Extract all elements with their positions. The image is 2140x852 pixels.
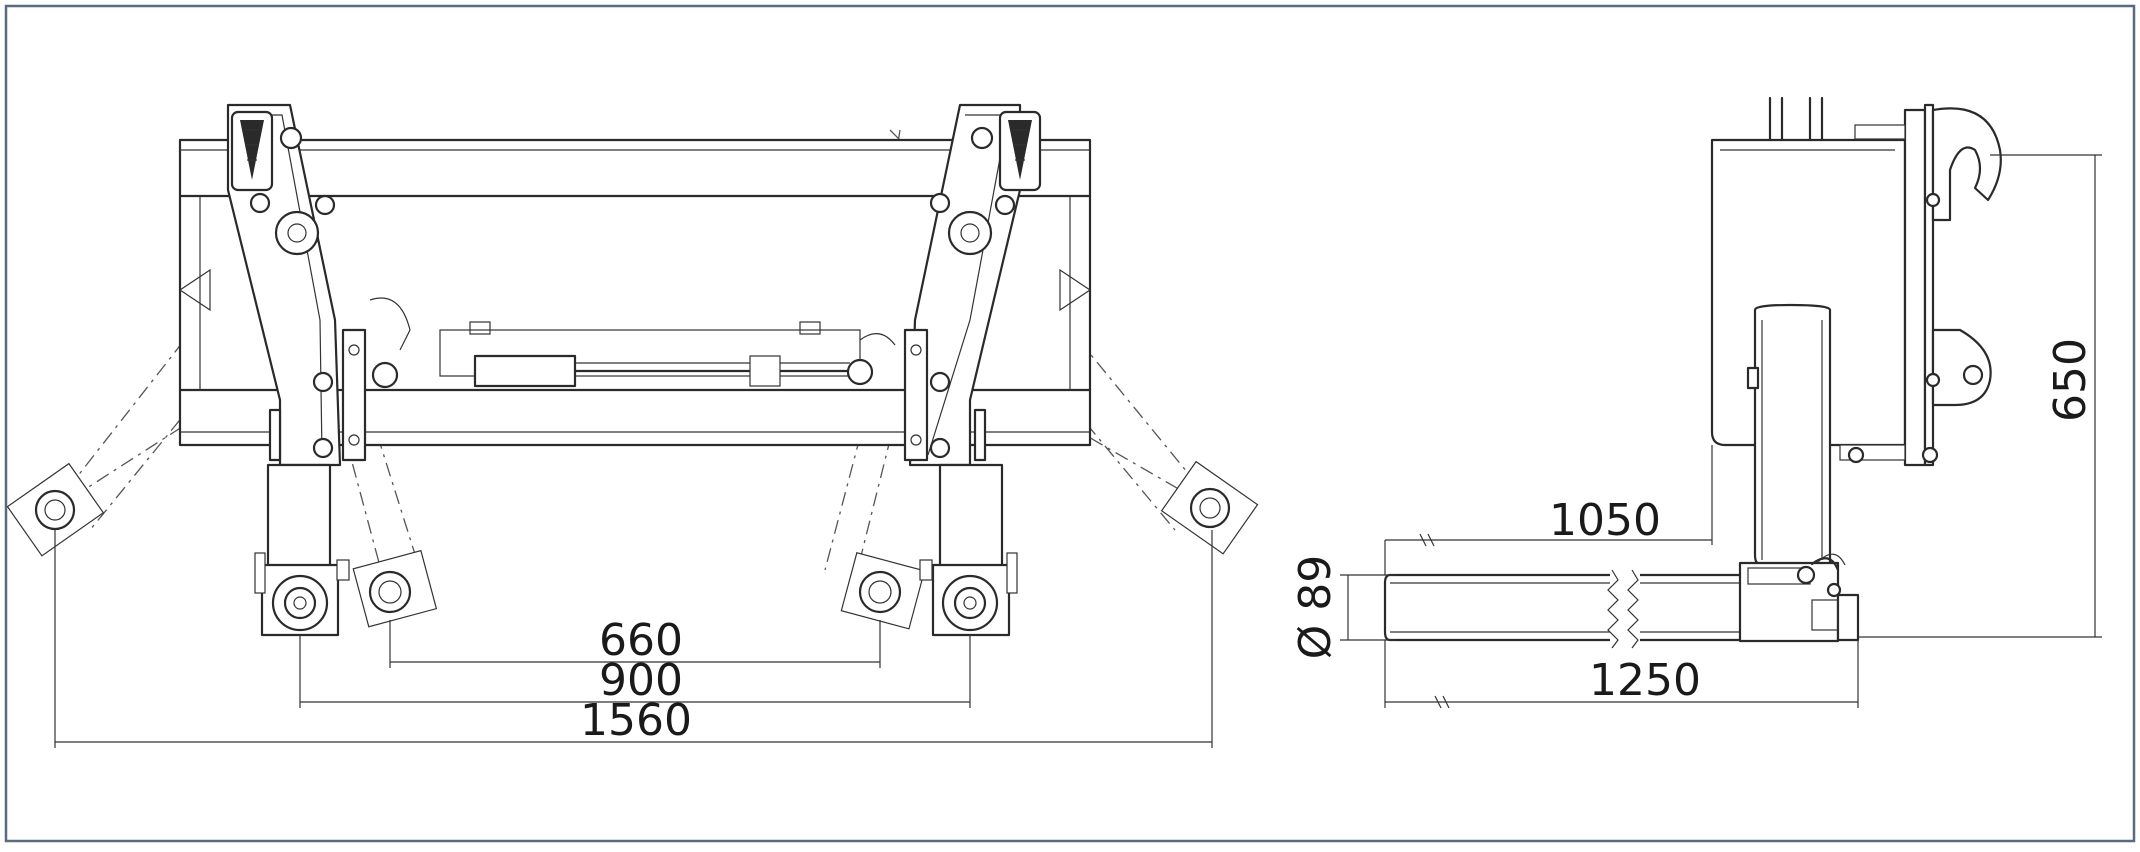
dim-shaft-diameter: Ø 89	[1290, 555, 1341, 660]
side-column	[1746, 303, 1832, 567]
sheet-border	[4, 4, 2136, 843]
dim-1560: 1560	[580, 695, 692, 746]
side-dimensions	[1340, 154, 2102, 709]
dim-1050: 1050	[1549, 495, 1661, 546]
dim-900: 900	[599, 655, 683, 706]
side-view: 650 Ø 89 1050 1250	[1290, 96, 2102, 709]
right-bracket	[903, 103, 1042, 467]
front-view: 660 900 1560	[6, 103, 1259, 748]
right-leg	[919, 463, 1018, 637]
dim-650: 650	[2045, 338, 2096, 422]
left-leg	[254, 463, 350, 637]
front-dimensions	[54, 530, 1213, 748]
hitch-hook	[1839, 103, 2002, 467]
outer-pin-boxes	[6, 460, 1259, 557]
hydraulic-cylinder	[369, 297, 896, 389]
inner-pin-boxes	[352, 549, 926, 630]
dim-660: 660	[599, 615, 683, 666]
dim-1250: 1250	[1589, 655, 1701, 706]
side-shaft	[1383, 553, 1860, 649]
